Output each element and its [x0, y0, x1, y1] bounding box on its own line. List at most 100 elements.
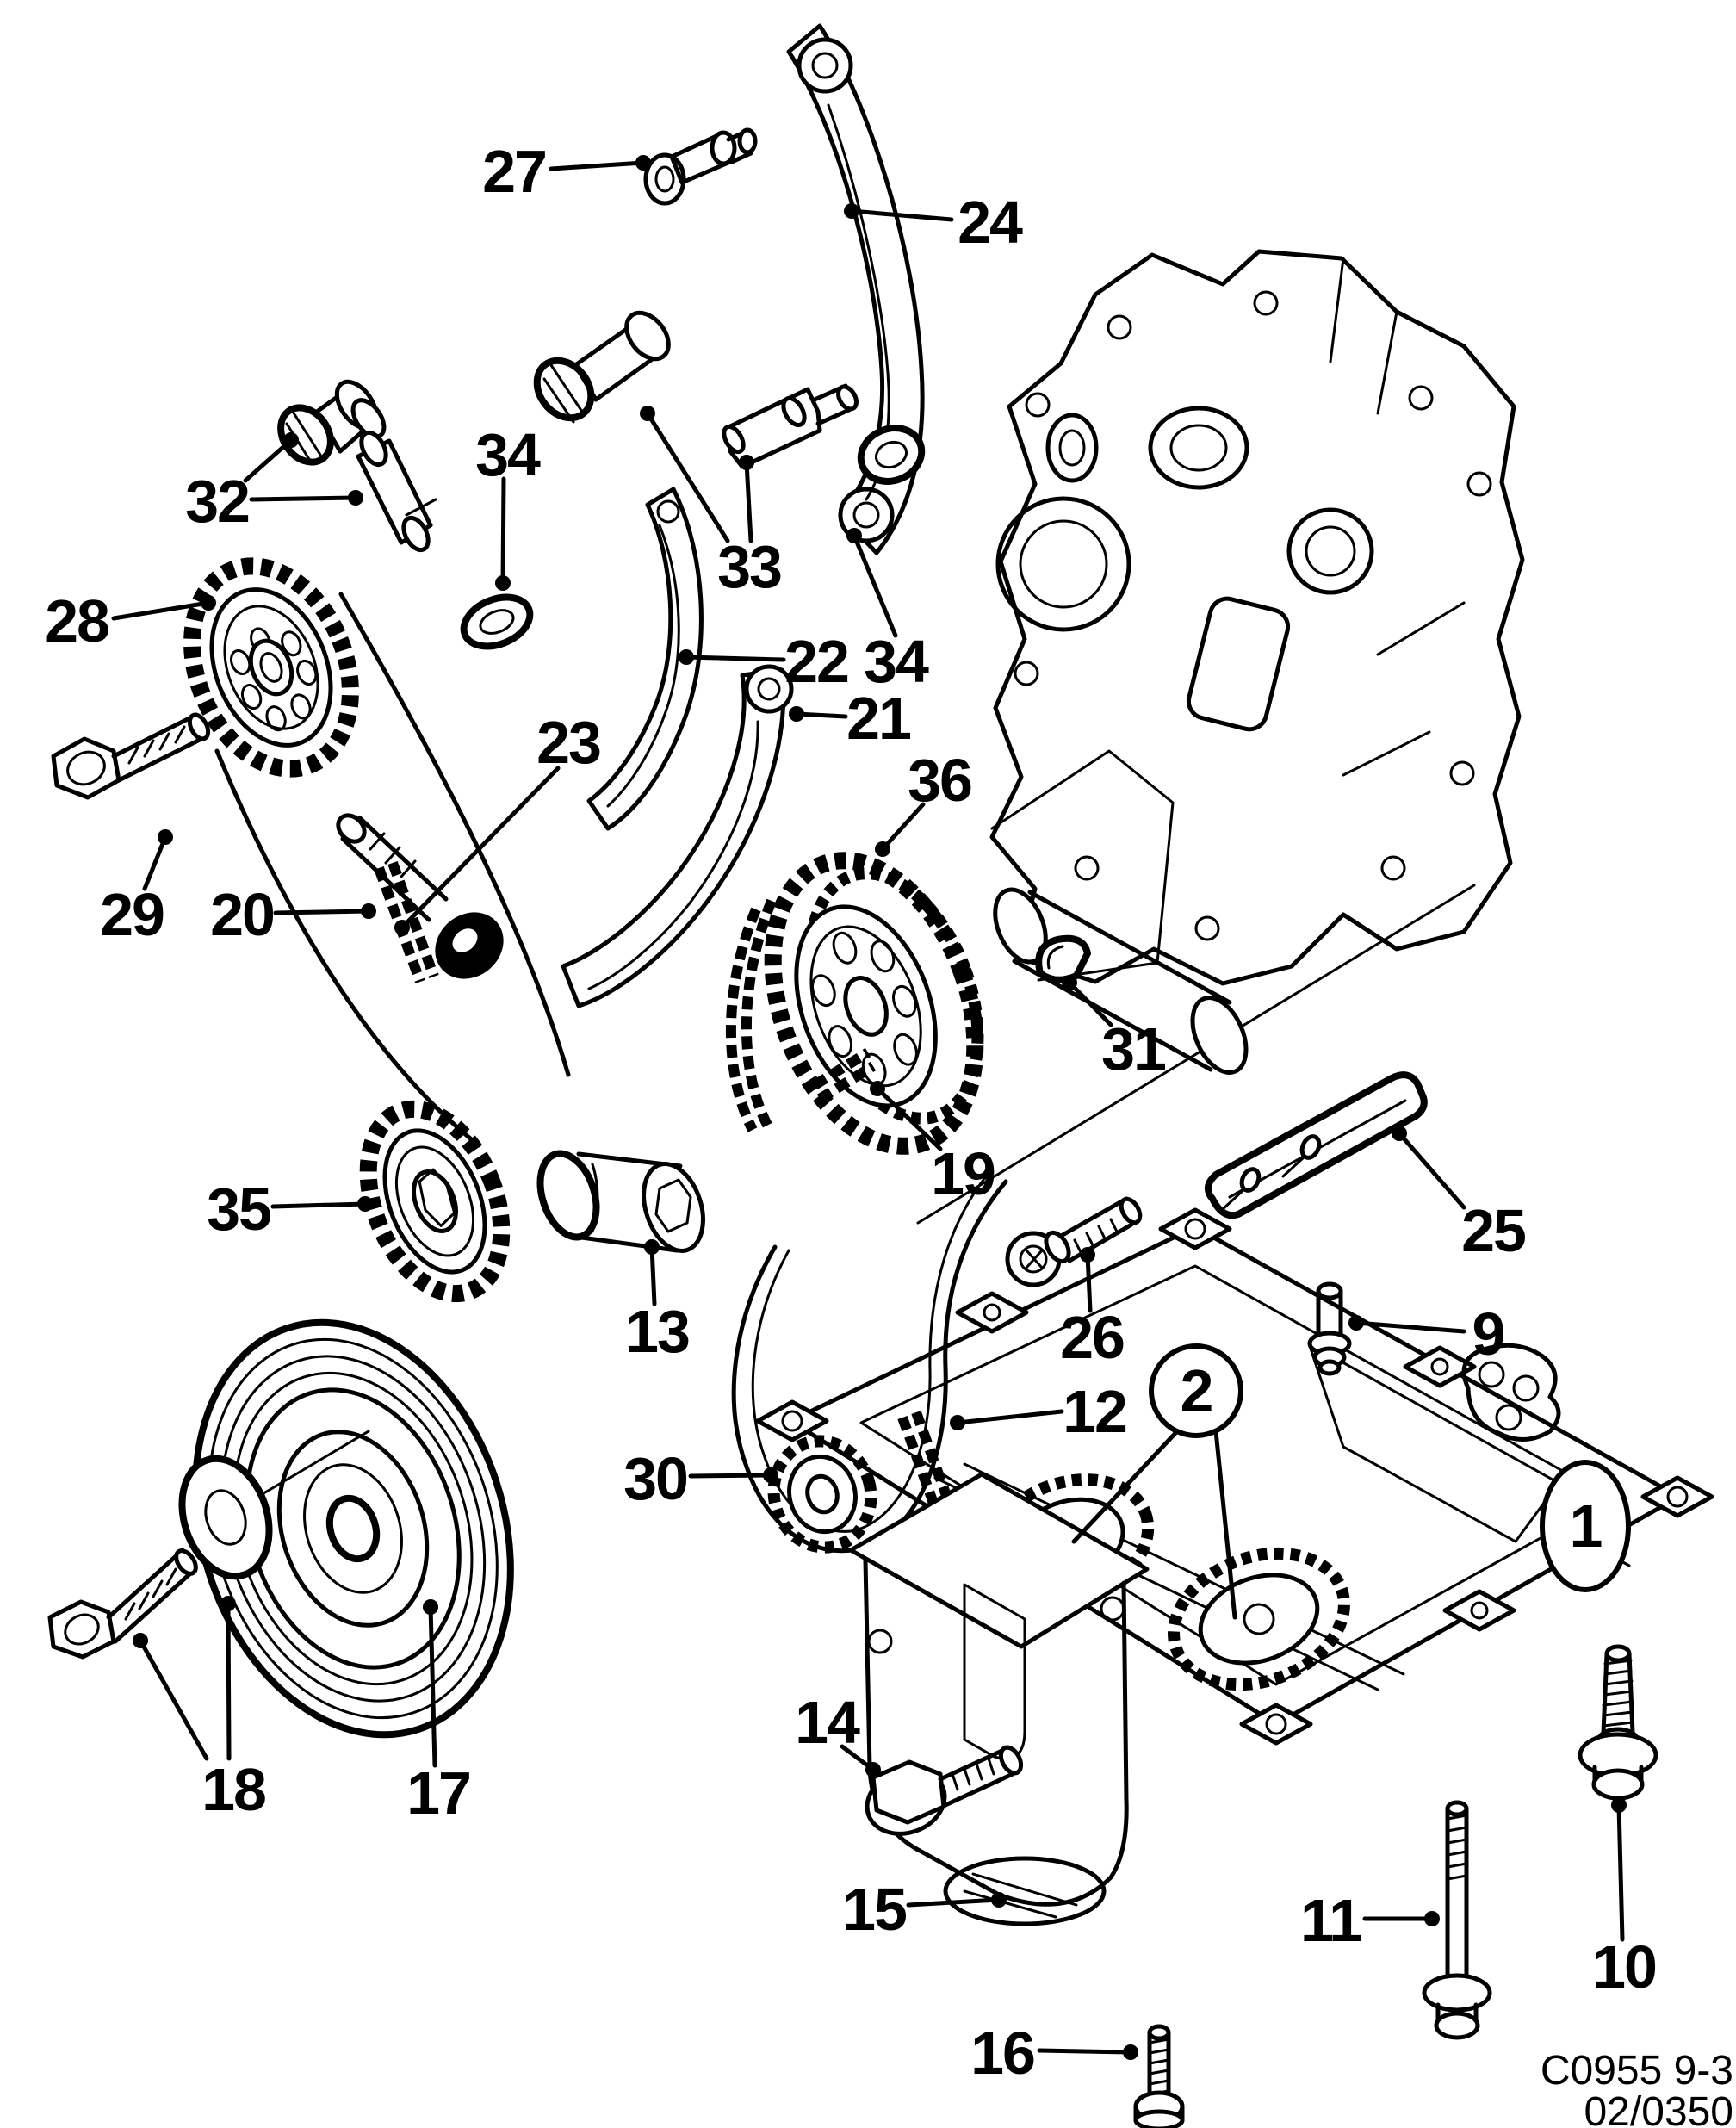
tensioner-plunger-33 [722, 383, 859, 469]
callout-11: 11 [1300, 1887, 1440, 1954]
tensioner-blade-21 [561, 664, 794, 1008]
part-number-36: 36 [908, 747, 971, 814]
bolt-10 [1578, 1644, 1658, 1801]
bolt-29 [51, 712, 211, 800]
callout-9: 9 [1348, 1300, 1506, 1368]
callout-30: 30 [623, 1445, 778, 1512]
leader-dot [357, 1196, 373, 1212]
bolt-14 [865, 1745, 1024, 1836]
part-number-28: 28 [45, 587, 108, 655]
leader-dot [763, 1467, 778, 1483]
callout-27: 27 [482, 138, 651, 205]
callout-25: 25 [1392, 1126, 1527, 1264]
leader-line [500, 476, 506, 586]
chain-guide-22 [586, 487, 704, 831]
circled-callout-c2: 2 [1071, 1343, 1243, 1620]
callout-34a: 34 [475, 421, 542, 591]
leader-line [906, 1897, 1001, 1908]
bolt-18 [47, 1548, 198, 1660]
callout-10: 10 [1592, 1797, 1658, 2001]
part-number-27: 27 [482, 138, 546, 205]
leader-line [1354, 1320, 1466, 1334]
pin-9 [1307, 1281, 1352, 1376]
leader-dot [1424, 1911, 1440, 1926]
drawing-code-line2: 02/0350 [1584, 2089, 1733, 2128]
leader-dot [158, 829, 173, 845]
callout-22: 22 [679, 628, 850, 695]
crankshaft-centerline [916, 884, 1476, 1225]
leader-line [1037, 2048, 1133, 2055]
part-number-26: 26 [1060, 1304, 1124, 1371]
part-number-13: 13 [625, 1298, 689, 1365]
woodruff-key-31 [1035, 934, 1091, 983]
leader-dot [348, 490, 363, 506]
leader-dot [1611, 1797, 1627, 1813]
leader-line [684, 655, 786, 662]
leader-dot [495, 575, 511, 591]
leader-dot [640, 406, 655, 421]
leader-dot [1123, 2044, 1138, 2060]
part-number-22: 22 [784, 628, 848, 695]
leader-dot [201, 595, 216, 611]
chain-tensioner-33 [533, 310, 859, 469]
leader-dot [865, 1762, 881, 1777]
part-number-18: 18 [202, 1756, 265, 1823]
balance-sprocket-35 [359, 1100, 511, 1303]
part-number-16: 16 [970, 2019, 1034, 2087]
leader-line [794, 711, 848, 719]
callout-34b: 34 [846, 528, 931, 695]
chain-links-19 [811, 1047, 877, 1104]
leader-dot [636, 155, 651, 171]
callout-29: 29 [100, 829, 173, 948]
circled-callout-c1: 1 [1540, 1460, 1631, 1592]
part-number-24: 24 [958, 189, 1023, 256]
bolt-26 [1005, 1196, 1143, 1287]
bolt-16 [1133, 2024, 1185, 2128]
part-number-23: 23 [536, 709, 600, 776]
leader-line [226, 1601, 232, 1761]
leader-line [849, 208, 954, 222]
part-number-15: 15 [842, 1876, 906, 1943]
part-number-31: 31 [1101, 1015, 1165, 1083]
callout-20: 20 [210, 881, 376, 948]
part-number-20: 20 [210, 881, 274, 948]
part-number-25: 25 [1461, 1197, 1525, 1264]
callout-12: 12 [950, 1378, 1128, 1445]
leader-line [400, 766, 561, 930]
leader-line [688, 1473, 773, 1479]
callout-33: 33 [640, 406, 783, 600]
part-number-10: 10 [1592, 1933, 1656, 2001]
part-number-11: 11 [1300, 1887, 1361, 1954]
part-number-19: 19 [931, 1140, 995, 1207]
leader-dot [844, 203, 859, 219]
callout-26: 26 [1060, 1247, 1125, 1371]
leader-line [875, 1086, 943, 1151]
bushing-13 [536, 1150, 705, 1253]
part-number-14: 14 [795, 1689, 860, 1756]
callout-24: 24 [844, 189, 1025, 256]
leader-dot [870, 1081, 885, 1096]
part-number-34a: 34 [475, 421, 541, 488]
leader-line [111, 600, 211, 621]
leader-line [645, 411, 730, 543]
callout-23: 23 [394, 709, 602, 935]
leader-line [270, 1201, 368, 1209]
leader-dot [644, 1239, 660, 1255]
engine-block [989, 249, 1525, 986]
part-number-32: 32 [185, 468, 249, 535]
part-number-35: 35 [207, 1176, 270, 1243]
leader-dot [283, 432, 299, 448]
bolt-11 [1422, 1800, 1492, 2040]
leader-line [273, 909, 371, 915]
leader-dot [875, 841, 890, 857]
callout-15: 15 [842, 1876, 1007, 1943]
tensioner-adjuster-32 [277, 379, 437, 553]
part-number-9: 9 [1472, 1300, 1504, 1368]
part-number-33: 33 [717, 533, 781, 600]
leader-dot [991, 1892, 1007, 1908]
part-number-30: 30 [623, 1445, 687, 1512]
callout-32: 32 [185, 432, 363, 535]
